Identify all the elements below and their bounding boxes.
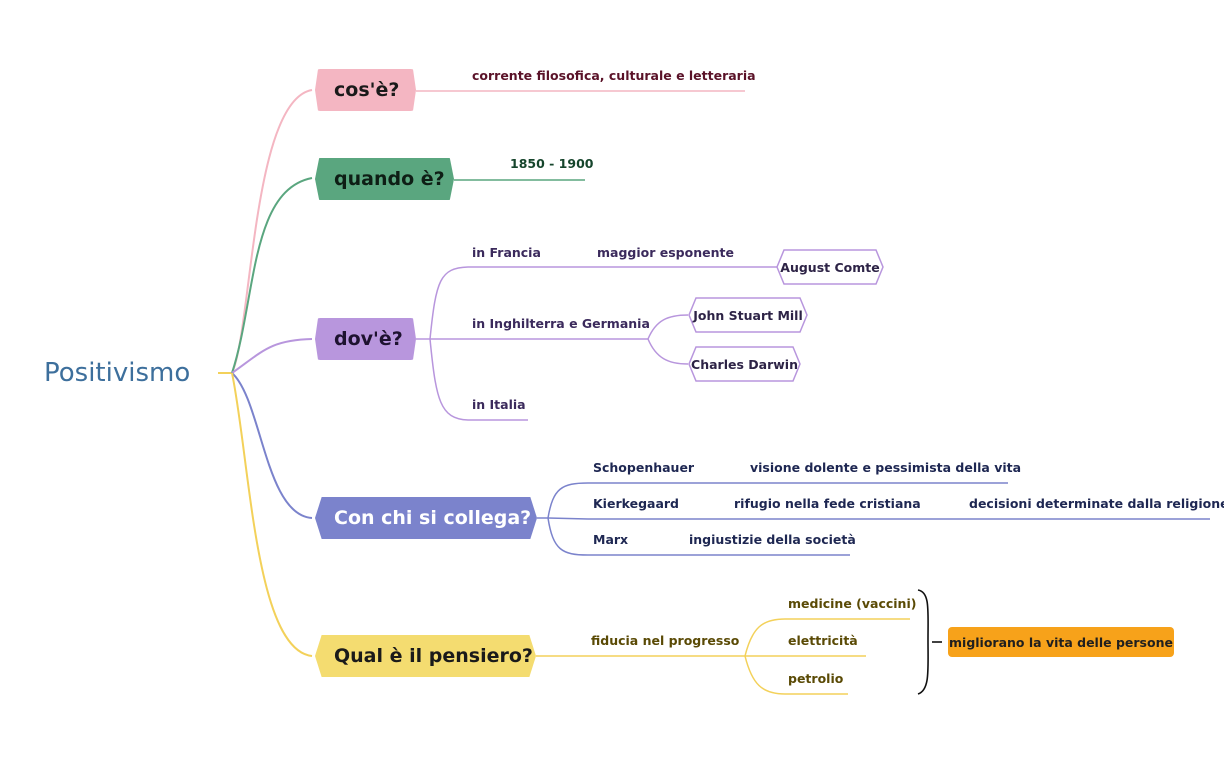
collega-kierkegaard-idea[interactable]: rifugio nella fede cristiana — [734, 496, 921, 511]
collega-schopenhauer[interactable]: Schopenhauer — [593, 460, 695, 475]
topic-dove[interactable]: dov'è? — [315, 318, 416, 360]
topic-quando-label: quando è? — [334, 168, 445, 190]
topic-pensiero[interactable]: Qual è il pensiero? — [315, 635, 536, 677]
topic-collega[interactable]: Con chi si collega? — [315, 497, 537, 539]
collega-marx[interactable]: Marx — [593, 532, 629, 547]
dove-francia[interactable]: in Francia — [472, 245, 541, 260]
person-august-comte-label: August Comte — [780, 259, 880, 275]
pensiero-example-petrolio[interactable]: petrolio — [788, 671, 844, 686]
collega-marx-idea[interactable]: ingiustizie della società — [689, 532, 856, 547]
topic-cose-label: cos'è? — [334, 79, 400, 101]
pensiero-result-label: migliorano la vita delle persone — [949, 634, 1173, 650]
topic-cose[interactable]: cos'è? — [315, 69, 416, 111]
person-august-comte[interactable]: August Comte — [776, 249, 884, 285]
cose-answer[interactable]: corrente filosofica, culturale e lettera… — [472, 68, 756, 83]
collega-kierkegaard[interactable]: Kierkegaard — [593, 496, 679, 511]
pensiero-idea[interactable]: fiducia nel progresso — [591, 633, 740, 648]
person-darwin[interactable]: Charles Darwin — [688, 346, 801, 382]
person-darwin-label: Charles Darwin — [691, 356, 798, 372]
dove-francia-sub[interactable]: maggior esponente — [597, 245, 734, 260]
pensiero-example-medicine[interactable]: medicine (vaccini) — [788, 596, 917, 611]
topic-quando[interactable]: quando è? — [315, 158, 454, 200]
pensiero-example-elettricita[interactable]: elettricità — [788, 633, 858, 648]
topic-pensiero-label: Qual è il pensiero? — [334, 645, 533, 667]
dove-italia[interactable]: in Italia — [472, 397, 526, 412]
topic-collega-label: Con chi si collega? — [334, 507, 532, 529]
collega-schopenhauer-idea[interactable]: visione dolente e pessimista della vita — [750, 460, 1022, 475]
collega-kierkegaard-extra[interactable]: decisioni determinate dalla religione — [969, 496, 1224, 511]
topic-dove-label: dov'è? — [334, 328, 403, 350]
quando-answer[interactable]: 1850 - 1900 — [510, 156, 594, 171]
pensiero-result[interactable]: migliorano la vita delle persone — [948, 627, 1174, 657]
person-mill-label: John Stuart Mill — [693, 307, 803, 323]
root-topic[interactable]: Positivismo — [44, 358, 191, 388]
person-mill[interactable]: John Stuart Mill — [688, 297, 808, 333]
dove-inghilterra[interactable]: in Inghilterra e Germania — [472, 316, 650, 331]
